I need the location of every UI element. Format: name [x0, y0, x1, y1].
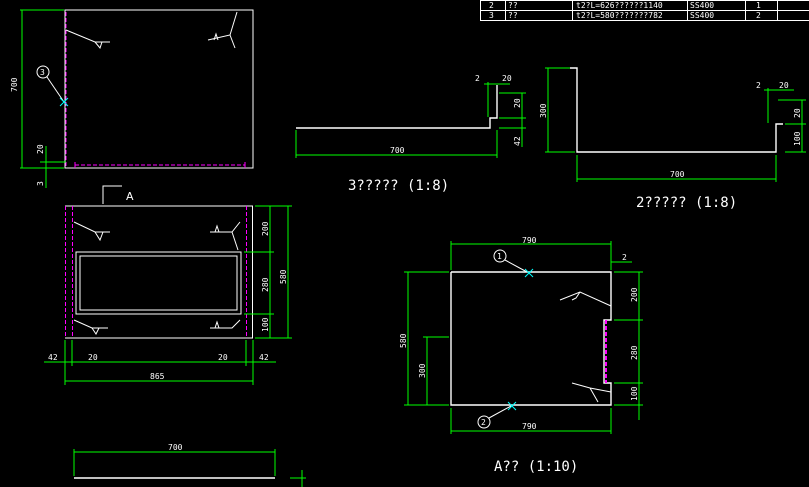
section-a-outline	[450, 271, 612, 406]
dim-fr-865: 865	[150, 372, 165, 381]
dim-sa-100: 100	[630, 386, 639, 401]
leader-line	[46, 76, 65, 103]
part3-detail-view[interactable]: 700 2 20 20 42 3????? (1:8)	[295, 74, 526, 194]
dim-p2-700: 700	[670, 170, 685, 179]
part3-title: 3????? (1:8)	[348, 178, 449, 194]
weld-symbol	[207, 11, 238, 49]
dim-p2-20: 20	[779, 81, 789, 90]
dim-top-3: 3	[36, 181, 45, 186]
dim-p2-2: 2	[756, 81, 761, 90]
part2-detail-view[interactable]: 300 700 2 20 20 100 2????? (1:8)	[539, 67, 806, 211]
table-row-2-qty: 1	[756, 1, 761, 10]
table-row-3-spec: t2?L=580???????782	[576, 11, 663, 20]
dim-p3-700: 700	[390, 146, 405, 155]
dim-fr-42b: 42	[259, 353, 269, 362]
dim-fr-580: 580	[279, 269, 288, 284]
dimension-lines	[20, 9, 66, 188]
dim-p3-20b: 20	[513, 98, 522, 108]
section-a-title: A?? (1:10)	[494, 459, 578, 475]
part2-profile	[570, 67, 783, 153]
table-row-3-no: 3	[489, 11, 494, 20]
dim-fr-100: 100	[261, 317, 270, 332]
part3-profile	[296, 85, 498, 129]
balloon-1-label: 1	[497, 252, 502, 261]
dimension-lines	[73, 449, 306, 487]
table-row-2-no: 2	[489, 1, 494, 10]
front-view[interactable]: A 200	[44, 185, 292, 385]
dim-sa-280: 280	[630, 345, 639, 360]
marker-x	[507, 401, 517, 411]
dim-fr-280: 280	[261, 277, 270, 292]
dim-p3-2: 2	[475, 74, 480, 83]
dim-sa-790b: 790	[522, 422, 537, 431]
dim-p2-100: 100	[793, 131, 802, 146]
dimension-lines	[545, 67, 806, 182]
leader-line	[488, 405, 512, 419]
parts-table	[480, 0, 809, 21]
weld-symbol	[65, 29, 110, 50]
balloon-2[interactable]	[477, 415, 491, 429]
table-row-2-material: SS400	[690, 1, 714, 10]
dim-top-700: 700	[10, 77, 19, 92]
dim-fr-20a: 20	[88, 353, 98, 362]
dim-sa-580: 580	[399, 333, 408, 348]
bottom-partial-view[interactable]: 700	[73, 443, 306, 487]
leader-line	[504, 259, 528, 273]
dim-top-20: 20	[36, 144, 45, 154]
table-row-2-spec: t2?L=626??????1140	[576, 1, 663, 10]
weld-symbol	[73, 221, 241, 335]
section-a-view[interactable]: 1 2 790	[399, 236, 643, 475]
top-view-outline	[64, 9, 254, 169]
dim-bot-700: 700	[168, 443, 183, 452]
top-view[interactable]: 3 700 20 3	[10, 9, 254, 188]
part2-title: 2????? (1:8)	[636, 195, 737, 211]
section-marker	[102, 185, 122, 204]
front-panel	[79, 255, 238, 311]
front-opening	[75, 251, 242, 315]
dim-sa-790a: 790	[522, 236, 537, 245]
dimension-lines	[404, 241, 643, 434]
balloon-3[interactable]	[36, 65, 50, 79]
dimension-lines	[44, 205, 292, 385]
dim-fr-20b: 20	[218, 353, 228, 362]
dimension-lines	[295, 82, 526, 158]
dim-fr-42a: 42	[48, 353, 58, 362]
section-marker-label: A	[126, 190, 134, 203]
dim-p2-300: 300	[539, 103, 548, 118]
table-row-3-qty: 2	[756, 11, 761, 20]
dim-sa-200: 200	[630, 287, 639, 302]
balloon-2-label: 2	[481, 418, 486, 427]
dim-sa-300: 300	[418, 363, 427, 378]
table-row-2-name: ??	[508, 1, 518, 10]
balloon-3-label: 3	[40, 68, 45, 77]
marker-x	[524, 268, 534, 278]
table-row-3-name: ??	[508, 11, 518, 20]
dim-p2-20-vert: 20	[793, 108, 802, 118]
table-row-3-material: SS400	[690, 11, 714, 20]
balloon-1[interactable]	[493, 249, 507, 263]
dim-p3-42: 42	[513, 136, 522, 146]
weld-symbol	[559, 291, 612, 403]
dim-sa-2: 2	[622, 253, 627, 262]
dim-p3-20a: 20	[502, 74, 512, 83]
dim-fr-200: 200	[261, 221, 270, 236]
marker-x	[59, 97, 69, 107]
